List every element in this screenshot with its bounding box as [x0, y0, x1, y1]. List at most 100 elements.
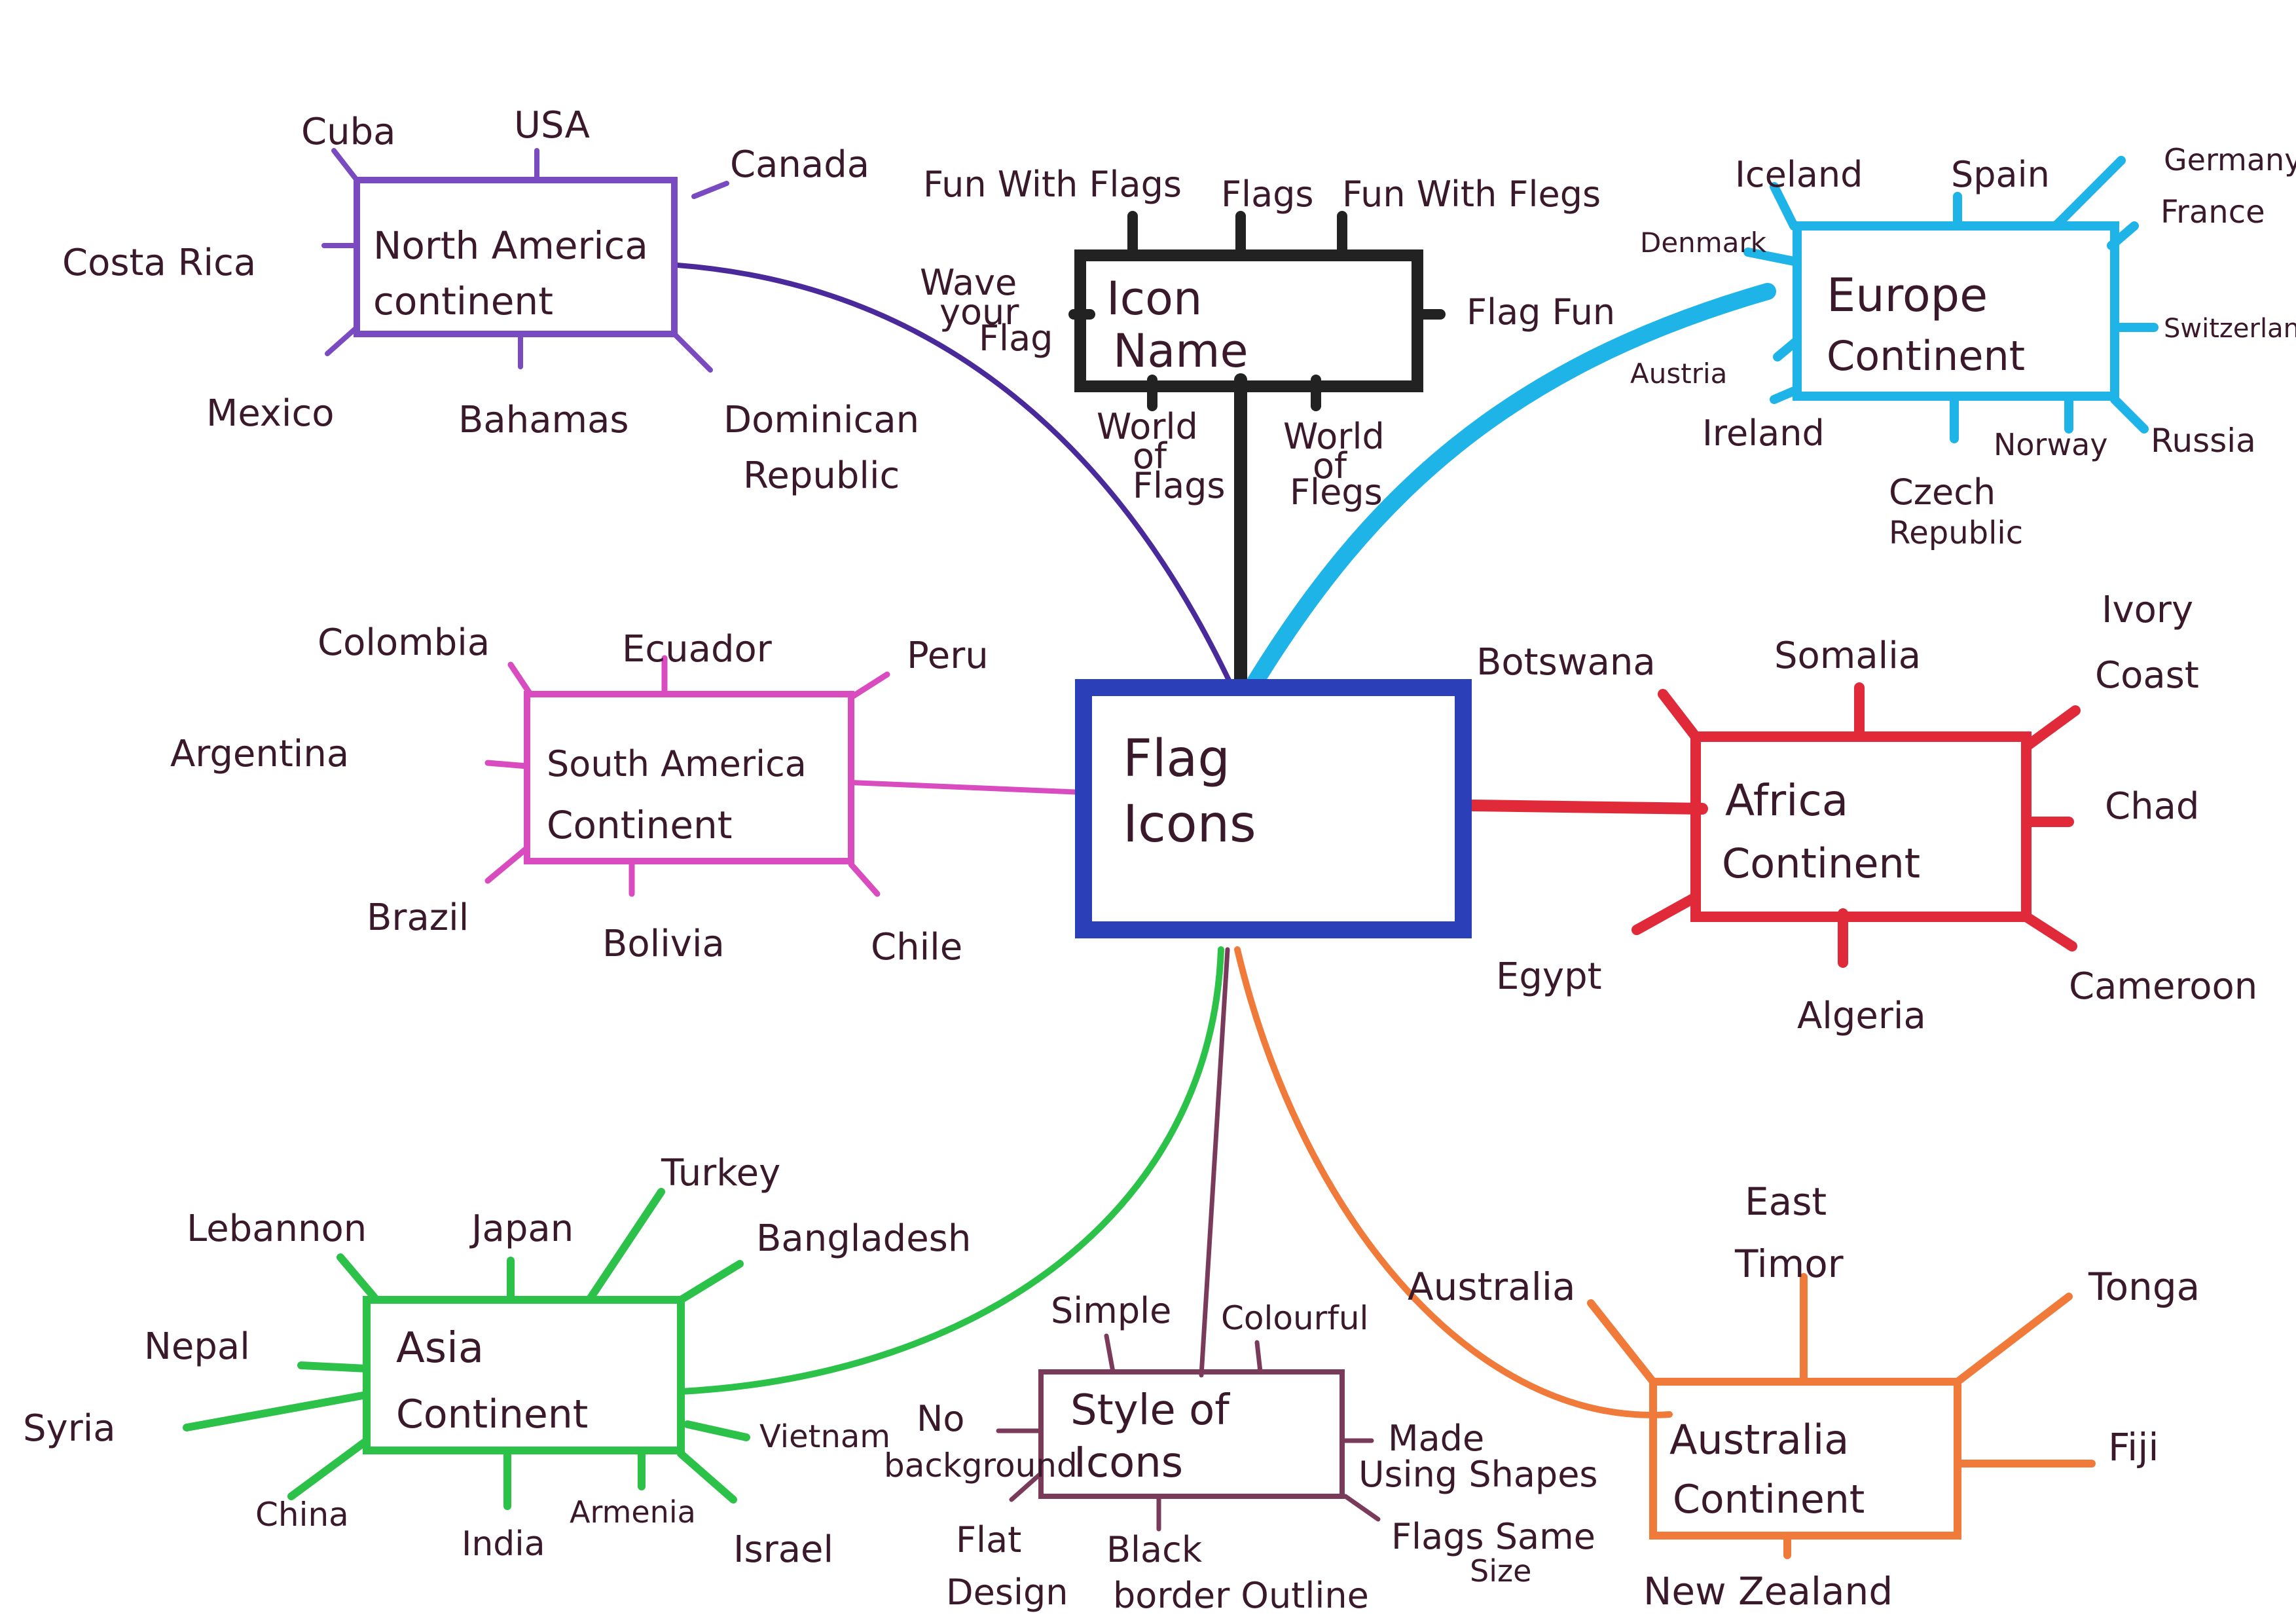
label-world-of-flags-line1: World	[1097, 406, 1198, 447]
africa-title-line2: Continent	[1722, 840, 1920, 887]
north-america-box	[354, 177, 678, 337]
label-botswana: Botswana	[1476, 641, 1656, 684]
africa-box	[1690, 731, 2032, 922]
label-bangladesh: Bangladesh	[756, 1217, 971, 1260]
north-america-labels: Cuba USA Canada Costa Rica Mexico Bahama…	[62, 104, 919, 497]
label-egypt: Egypt	[1496, 955, 1602, 998]
label-norway: Norway	[1994, 427, 2108, 462]
label-wave-line3: Flag	[979, 318, 1053, 359]
label-russia: Russia	[2151, 422, 2256, 460]
asia-labels: Turkey Lebannon Japan Bangladesh Nepal S…	[23, 1152, 971, 1571]
style-title-line2: Icons	[1074, 1439, 1183, 1487]
label-fun-with-flags: Fun With Flags	[923, 164, 1182, 205]
label-made-shapes-line1: Made	[1388, 1418, 1484, 1459]
label-no-background-line2: background	[884, 1447, 1078, 1485]
label-new-zealand: New Zealand	[1643, 1569, 1893, 1614]
label-colombia: Colombia	[318, 621, 490, 664]
label-ivory-line2: Coast	[2095, 654, 2199, 697]
australia-title-line1: Australia	[1669, 1416, 1849, 1464]
label-ireland: Ireland	[1702, 413, 1825, 454]
label-ivory-line1: Ivory	[2102, 589, 2193, 631]
icon-name-box	[1074, 249, 1423, 392]
label-dominican-line2: Republic	[743, 454, 900, 497]
label-vietnam: Vietnam	[759, 1418, 890, 1455]
label-bahamas: Bahamas	[458, 399, 629, 441]
label-germany: Germany	[2164, 142, 2296, 177]
label-lebannon: Lebannon	[187, 1208, 367, 1250]
south-america-node[interactable]: South America Continent	[484, 655, 890, 897]
style-node[interactable]: Style of Icons	[996, 1333, 1381, 1532]
label-bolivia: Bolivia	[602, 923, 725, 965]
north-america-title-line1: North America	[373, 223, 648, 268]
asia-node[interactable]: Asia Continent	[183, 1188, 750, 1510]
label-india: India	[462, 1524, 545, 1564]
label-syria: Syria	[23, 1407, 116, 1450]
label-colourful: Colourful	[1221, 1299, 1368, 1337]
icon-name-labels: Fun With Flags Flags Fun With Flegs Wave…	[920, 164, 1615, 513]
style-title-line1: Style of	[1070, 1386, 1230, 1435]
asia-title-line1: Asia	[396, 1324, 484, 1373]
icon-name-node[interactable]: Icon Name	[1068, 211, 1446, 411]
africa-labels: Botswana Somalia Ivory Coast Chad Egypt …	[1476, 589, 2257, 1037]
south-america-spokes	[484, 655, 890, 897]
connector-north-america	[675, 263, 1233, 687]
style-labels: Simple Colourful No background Made Usin…	[884, 1290, 1598, 1616]
connectors	[675, 263, 1776, 1418]
label-world-of-flegs-line2: of	[1313, 445, 1348, 487]
africa-node[interactable]: Africa Continent	[1631, 682, 2081, 968]
label-argentina: Argentina	[170, 733, 349, 775]
label-no-background-line1: No	[917, 1398, 964, 1439]
label-austria: Austria	[1630, 358, 1727, 390]
europe-node[interactable]: Europe Continent	[1743, 156, 2159, 443]
label-australia: Australia	[1408, 1264, 1576, 1309]
label-chile: Chile	[871, 926, 962, 969]
center-box	[1075, 679, 1472, 938]
center-title-line1: Flag	[1123, 729, 1230, 788]
center-title-line2: Icons	[1123, 795, 1256, 854]
label-wave-line1: Wave	[920, 262, 1017, 303]
icon-name-title-line1: Icon	[1106, 272, 1202, 325]
south-america-labels: Colombia Ecuador Peru Argentina Brazil B…	[170, 621, 989, 969]
label-same-size-line2: Size	[1470, 1553, 1531, 1589]
label-denmark: Denmark	[1640, 227, 1767, 259]
australia-labels: East Timor Australia Tonga Fiji New Zeal…	[1408, 1179, 2200, 1614]
label-turkey: Turkey	[661, 1152, 780, 1194]
label-switzerland: Switzerland	[2164, 314, 2296, 344]
connector-asia	[678, 946, 1224, 1395]
label-canada: Canada	[730, 143, 869, 186]
label-east-timor-line1: East	[1745, 1179, 1827, 1224]
label-spain: Spain	[1951, 154, 2050, 195]
label-mexico: Mexico	[206, 392, 335, 435]
label-france: France	[2160, 194, 2265, 231]
label-somalia: Somalia	[1774, 635, 1921, 677]
australia-box	[1649, 1378, 1961, 1540]
label-peru: Peru	[907, 635, 989, 677]
label-flat-design-line1: Flat	[956, 1519, 1021, 1560]
label-east-timor-line2: Timor	[1734, 1242, 1844, 1286]
label-made-shapes-line2: Using Shapes	[1358, 1454, 1598, 1495]
label-same-size-line1: Flags Same	[1391, 1516, 1595, 1557]
label-japan: Japan	[469, 1208, 574, 1250]
north-america-title-line2: continent	[373, 279, 553, 323]
australia-title-line2: Continent	[1673, 1477, 1865, 1522]
label-wave-line2: your	[939, 291, 1019, 333]
australia-node[interactable]: Australia Continent	[1587, 1273, 2096, 1559]
europe-box	[1793, 221, 2119, 401]
africa-title-line1: Africa	[1725, 775, 1848, 826]
center-node[interactable]: Flag Icons	[1075, 679, 1472, 938]
south-america-title-line2: Continent	[547, 803, 733, 847]
label-china: China	[255, 1496, 349, 1534]
europe-spokes	[1743, 156, 2159, 443]
connector-europe	[1245, 283, 1776, 693]
north-america-spokes	[321, 148, 729, 373]
label-cameroon: Cameroon	[2069, 965, 2257, 1008]
asia-box	[363, 1296, 685, 1454]
label-costa-rica: Costa Rica	[62, 242, 256, 284]
label-fiji: Fiji	[2108, 1425, 2159, 1469]
north-america-node[interactable]: North America continent	[321, 148, 729, 373]
label-czech-line1: Czech	[1889, 471, 1995, 513]
label-black-outline-line2: border Outline	[1113, 1575, 1369, 1616]
label-flags: Flags	[1221, 174, 1314, 215]
style-spokes	[996, 1333, 1381, 1532]
